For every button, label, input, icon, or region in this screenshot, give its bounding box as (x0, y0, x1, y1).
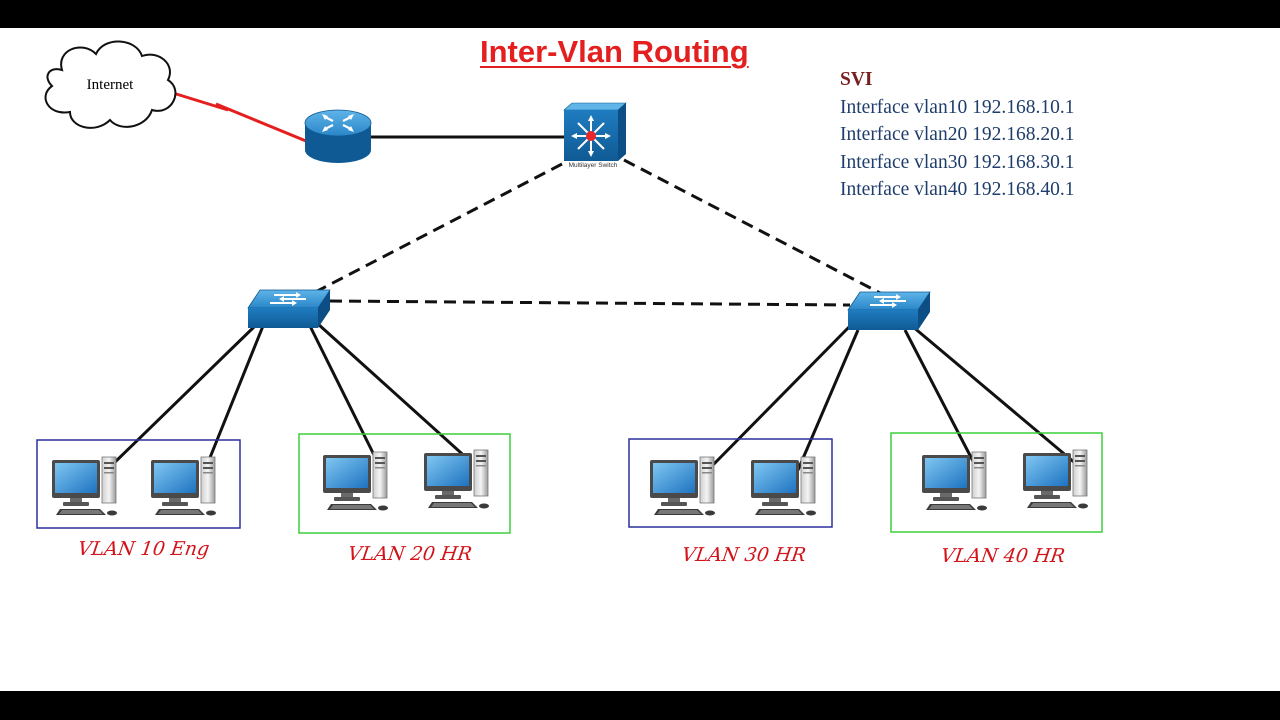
uplink-right (623, 158, 883, 296)
left-access-links (110, 322, 472, 471)
vlan40-box (890, 432, 1103, 533)
computer-icon (1022, 449, 1089, 509)
multilayer-switch-label: Multilayer Switch (568, 162, 618, 169)
internet-label: Internet (86, 77, 134, 93)
router-icon (304, 109, 372, 163)
internet-cloud-icon (44, 40, 177, 129)
svi-interface-line: Interface vlan10 192.168.10.1 (840, 96, 1075, 118)
computer-icon (51, 456, 118, 516)
computer-icon (750, 456, 817, 516)
vlan20-box (298, 433, 511, 534)
uplink-left (299, 162, 563, 302)
left-access-switch-icon (247, 289, 331, 329)
svi-heading: SVI (840, 69, 873, 90)
svi-interface-line: Interface vlan20 192.168.20.1 (840, 124, 1075, 145)
svi-interface-line: Interface vlan40 192.168.40.1 (840, 179, 1075, 200)
vlan10-box (36, 439, 241, 529)
internet-wan-link (172, 91, 307, 143)
computer-icon (423, 449, 490, 509)
switch-interlink (329, 299, 851, 307)
vlan40-label: VLAN 40 HR (939, 545, 1067, 567)
vlan10-label: VLAN 10 Eng (76, 538, 211, 560)
vlan30-label: VLAN 30 HR (680, 544, 808, 566)
computer-icon (322, 451, 389, 511)
diagram-title: Inter-Vlan Routing (480, 34, 749, 69)
svi-config-block: SVI Interface vlan10 192.168.10.1 Interf… (840, 66, 1074, 204)
computer-icon (921, 451, 988, 511)
bottom-black-bar (0, 691, 1280, 720)
right-access-switch-icon (847, 291, 931, 331)
vlan20-label: VLAN 20 HR (346, 543, 474, 565)
svi-interface-line: Interface vlan30 192.168.30.1 (840, 151, 1075, 173)
top-black-bar (0, 0, 1280, 28)
computer-icon (649, 456, 716, 516)
right-access-links (706, 324, 1076, 472)
multilayer-switch-icon (563, 102, 627, 161)
computer-icon (150, 456, 217, 516)
vlan30-box (628, 438, 833, 528)
